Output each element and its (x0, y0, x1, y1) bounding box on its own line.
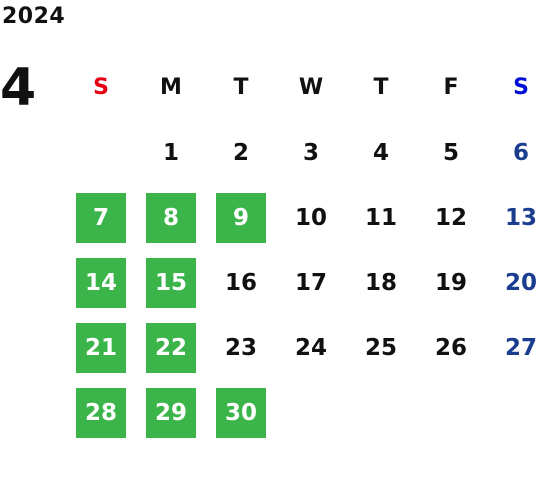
day-number (496, 388, 546, 438)
day-cell[interactable]: 1 (136, 120, 206, 185)
empty-day-cell (66, 120, 136, 185)
day-number: 2 (232, 139, 249, 166)
day-number: 3 (302, 139, 319, 166)
day-cell[interactable]: 10 (276, 185, 346, 250)
day-cell[interactable]: 22 (136, 315, 206, 380)
day-cell[interactable]: 5 (416, 120, 486, 185)
day-number: 26 (434, 334, 467, 361)
day-number: 23 (224, 334, 257, 361)
day-number: 25 (364, 334, 397, 361)
day-number: 19 (434, 269, 467, 296)
day-cell[interactable]: 26 (416, 315, 486, 380)
day-number (426, 388, 476, 438)
day-cell[interactable]: 9 (206, 185, 276, 250)
day-cell[interactable]: 14 (66, 250, 136, 315)
day-cell[interactable]: 6 (486, 120, 548, 185)
day-number: 7 (76, 192, 126, 243)
day-cell[interactable]: 2 (206, 120, 276, 185)
day-number: 24 (294, 334, 327, 361)
day-number: 6 (512, 139, 529, 166)
day-number (76, 128, 126, 178)
day-cell[interactable]: 23 (206, 315, 276, 380)
day-number: 18 (364, 269, 397, 296)
day-number: 4 (372, 139, 389, 166)
day-number: 15 (146, 257, 196, 308)
weekday-tuesday: T (233, 75, 249, 100)
day-cell[interactable]: 3 (276, 120, 346, 185)
weekday-header-row: S M T W T F S (66, 55, 548, 120)
day-cell[interactable]: 24 (276, 315, 346, 380)
day-cell[interactable]: 13 (486, 185, 548, 250)
day-cell[interactable]: 20 (486, 250, 548, 315)
year-label: 2024 (2, 4, 66, 29)
empty-day-cell (276, 380, 346, 445)
day-number: 21 (76, 322, 126, 373)
day-number: 29 (146, 387, 196, 438)
day-number: 8 (146, 192, 196, 243)
day-cell[interactable]: 7 (66, 185, 136, 250)
week-row: 1 2 3 4 5 6 (66, 120, 548, 185)
day-number: 30 (216, 387, 266, 438)
day-number: 10 (294, 204, 327, 231)
day-number (356, 388, 406, 438)
day-cell[interactable]: 19 (416, 250, 486, 315)
day-number: 22 (146, 322, 196, 373)
day-cell[interactable]: 16 (206, 250, 276, 315)
day-cell[interactable]: 8 (136, 185, 206, 250)
day-cell[interactable]: 28 (66, 380, 136, 445)
day-cell[interactable]: 29 (136, 380, 206, 445)
weekday-thursday: T (373, 75, 389, 100)
day-cell[interactable]: 12 (416, 185, 486, 250)
day-number: 1 (162, 139, 179, 166)
empty-day-cell (486, 380, 548, 445)
empty-day-cell (416, 380, 486, 445)
day-cell[interactable]: 30 (206, 380, 276, 445)
day-cell[interactable]: 27 (486, 315, 548, 380)
weekday-friday: F (443, 75, 459, 100)
empty-day-cell (346, 380, 416, 445)
weekday-monday: M (160, 75, 182, 100)
day-number: 16 (224, 269, 257, 296)
weekday-sunday: S (93, 75, 109, 100)
day-cell[interactable]: 15 (136, 250, 206, 315)
day-number: 20 (504, 269, 537, 296)
day-cell[interactable]: 11 (346, 185, 416, 250)
day-number: 13 (504, 204, 537, 231)
day-number: 28 (76, 387, 126, 438)
day-cell[interactable]: 17 (276, 250, 346, 315)
day-cell[interactable]: 21 (66, 315, 136, 380)
day-number: 17 (294, 269, 327, 296)
day-cell[interactable]: 25 (346, 315, 416, 380)
week-row: 14 15 16 17 18 19 20 (66, 250, 548, 315)
day-number: 11 (364, 204, 397, 231)
week-row: 21 22 23 24 25 26 27 (66, 315, 548, 380)
weekday-wednesday: W (298, 75, 324, 100)
day-number: 5 (442, 139, 459, 166)
day-number (286, 388, 336, 438)
day-number: 12 (434, 204, 467, 231)
day-cell[interactable]: 18 (346, 250, 416, 315)
day-number: 27 (504, 334, 537, 361)
weekday-saturday: S (513, 75, 529, 100)
day-cell[interactable]: 4 (346, 120, 416, 185)
day-number: 14 (76, 257, 126, 308)
week-row: 28 29 30 (66, 380, 548, 445)
day-number: 9 (216, 192, 266, 243)
month-number: 4 (0, 58, 37, 118)
